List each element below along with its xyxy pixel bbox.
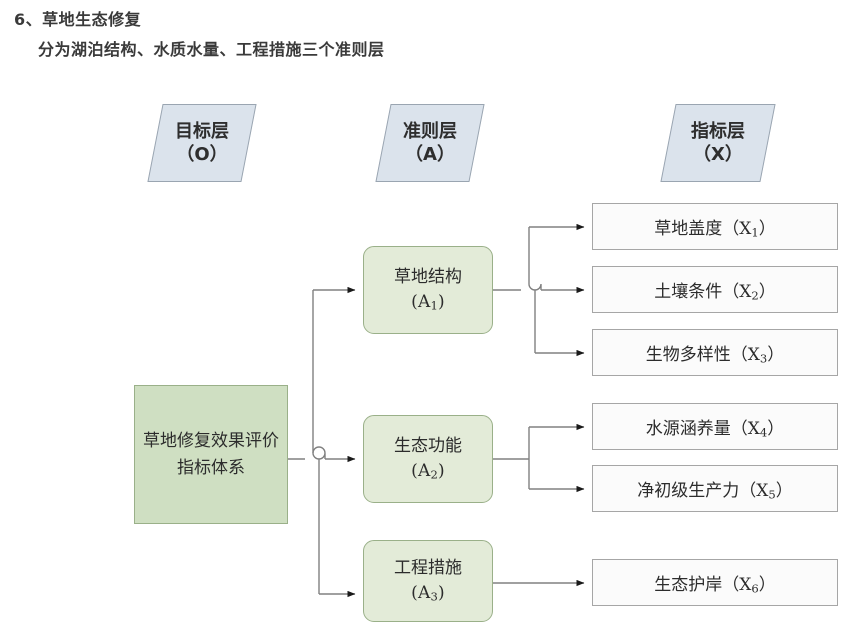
layer-header-index: 指标层 （X） (660, 104, 776, 182)
index-x4-text: 水源涵养量（X4） (645, 418, 785, 440)
layer-header-criterion-text: 准则层 （A） (384, 105, 476, 181)
criterion-a2-code: (A2) (411, 461, 445, 482)
goal-box-label: 草地修复效果评价指标体系 (143, 431, 279, 478)
index-x6-text: 生态护岸（X6） (654, 574, 776, 596)
connector-goal-vertical (312, 290, 326, 594)
layer-header-index-code: （X） (693, 144, 743, 165)
layer-header-goal-text: 目标层 （O） (156, 105, 248, 181)
criterion-box-a3[interactable]: 工程措施 (A3) (363, 540, 493, 622)
layer-header-criterion: 准则层 （A） (375, 104, 485, 182)
index-x1-text: 草地盖度（X1） (654, 218, 776, 240)
layer-header-index-label: 指标层 (691, 120, 745, 142)
criterion-box-a1[interactable]: 草地结构 (A1) (363, 246, 493, 334)
criterion-a3-code: (A3) (411, 583, 445, 604)
layer-header-goal-code: （O） (176, 144, 228, 165)
criterion-box-a2[interactable]: 生态功能 (A2) (363, 415, 493, 503)
connector-a1-vertical (528, 227, 542, 353)
heading-title: 6、草地生态修复 (14, 10, 142, 29)
index-box-x5[interactable]: 净初级生产力（X5） (592, 465, 838, 512)
layer-header-goal-label: 目标层 (175, 120, 229, 142)
index-box-x1[interactable]: 草地盖度（X1） (592, 203, 838, 250)
index-box-x3[interactable]: 生物多样性（X3） (592, 329, 838, 376)
criterion-a3-label: 工程措施 (394, 558, 462, 579)
layer-header-criterion-label: 准则层 (403, 120, 457, 142)
connector-goal-bridge (312, 446, 326, 454)
layer-header-criterion-code: （A） (405, 144, 455, 165)
goal-box[interactable]: 草地修复效果评价指标体系 (134, 385, 288, 524)
heading-subtitle: 分为湖泊结构、水质水量、工程措施三个准则层 (38, 40, 385, 59)
index-box-x2[interactable]: 土壤条件（X2） (592, 266, 838, 313)
index-x2-text: 土壤条件（X2） (654, 281, 776, 303)
criterion-a1-label: 草地结构 (394, 267, 462, 288)
index-box-x6[interactable]: 生态护岸（X6） (592, 559, 838, 606)
criterion-a1-code: (A1) (411, 292, 445, 313)
criterion-a2-label: 生态功能 (394, 436, 462, 457)
index-x5-text: 净初级生产力（X5） (637, 480, 793, 502)
index-x3-text: 生物多样性（X3） (645, 344, 785, 366)
layer-header-index-text: 指标层 （X） (669, 105, 767, 181)
index-box-x4[interactable]: 水源涵养量（X4） (592, 403, 838, 450)
layer-header-goal: 目标层 （O） (147, 104, 257, 182)
